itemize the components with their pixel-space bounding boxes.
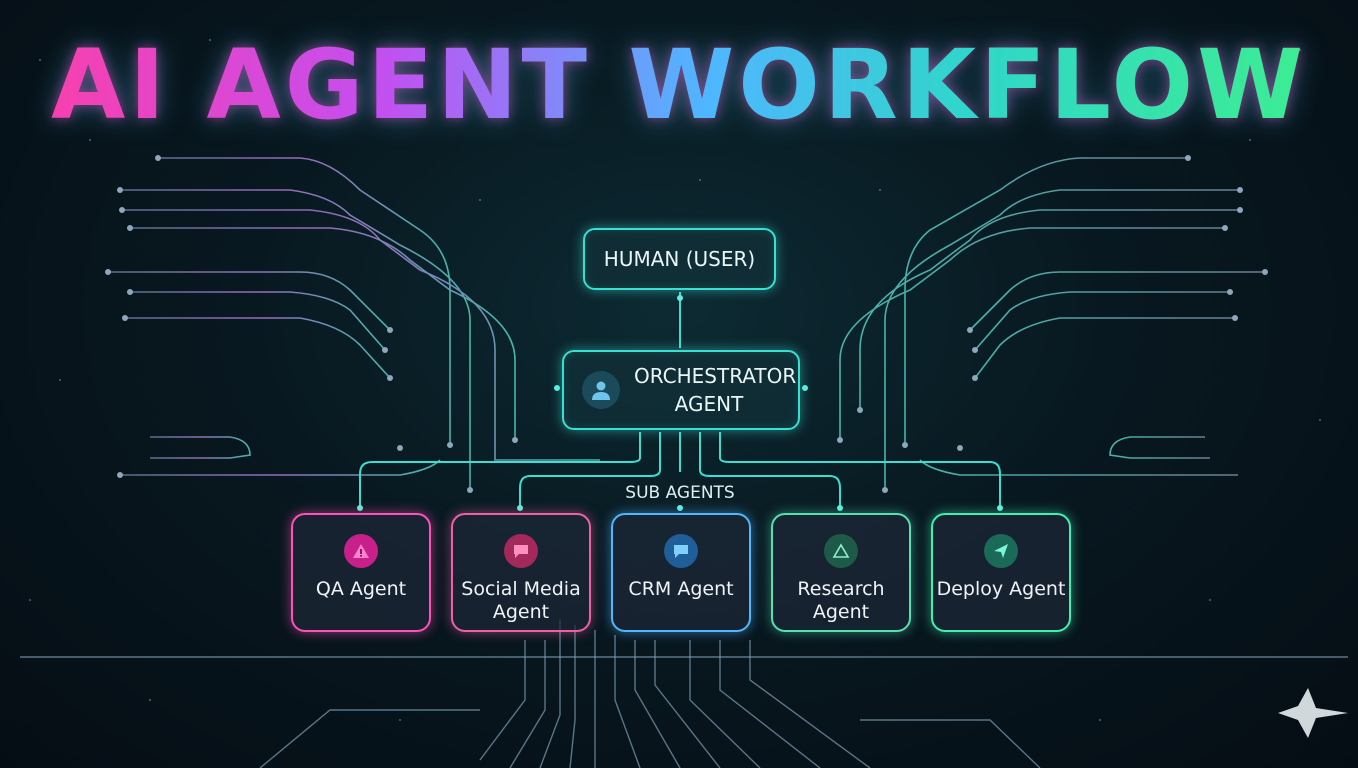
crm-agent-label: CRM Agent [628, 578, 734, 600]
diagram-title: AI AGENT WORKFLOW [0, 30, 1358, 140]
chat-bubble-icon [664, 534, 698, 568]
user-avatar-icon [582, 371, 620, 409]
research-agent-label: Research Agent [797, 578, 885, 623]
qa-agent-label: QA Agent [315, 578, 407, 600]
research-agent-node[interactable]: Research Agent [771, 513, 911, 632]
social-media-agent-label: Social Media Agent [461, 578, 581, 623]
orchestrator-agent-label: ORCHESTRATOR AGENT [634, 364, 797, 416]
human-user-label: HUMAN (USER) [603, 247, 756, 271]
deploy-agent-label: Deploy Agent [936, 578, 1066, 600]
paper-plane-icon [984, 534, 1018, 568]
sub-agents-label: SUB AGENTS [625, 483, 735, 503]
qa-agent-node[interactable]: QA Agent [291, 513, 431, 632]
deploy-agent-node[interactable]: Deploy Agent [931, 513, 1071, 632]
sparkle-logo-icon [1278, 688, 1348, 738]
triangle-icon [824, 534, 858, 568]
social-media-agent-node[interactable]: Social Media Agent [451, 513, 591, 632]
human-user-node[interactable]: HUMAN (USER) [583, 228, 776, 290]
warning-icon [344, 534, 378, 568]
orchestrator-agent-node[interactable]: ORCHESTRATOR AGENT [562, 350, 800, 430]
crm-agent-node[interactable]: CRM Agent [611, 513, 751, 632]
chat-bubble-icon [504, 534, 538, 568]
